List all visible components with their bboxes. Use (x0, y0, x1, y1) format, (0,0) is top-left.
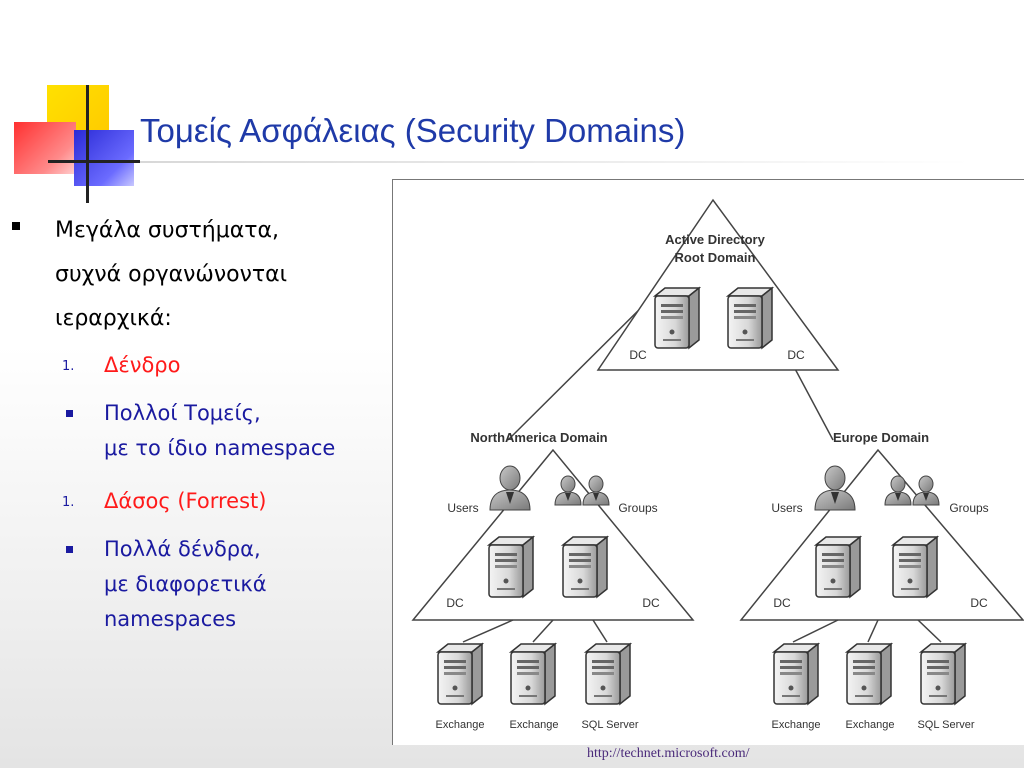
slide-logo (0, 0, 150, 210)
dc-server-icon (892, 536, 938, 598)
users-label: Users (447, 501, 478, 515)
connector-line (792, 619, 839, 643)
connector-line (917, 619, 942, 643)
logo-horizontal-line (48, 160, 140, 163)
logo-red-square (14, 122, 76, 174)
server-label: SQL Server (581, 719, 638, 731)
root-domain-title: Root Domain (675, 250, 756, 265)
sql-server-icon (920, 643, 966, 705)
server-label: SQL Server (917, 719, 974, 731)
users-label: Users (771, 501, 802, 515)
dc-label: DC (629, 348, 647, 362)
sub-bullet-forest-text: Πολλά δένδρα, με διαφορετικά namespaces (104, 532, 267, 637)
main-bullet-line: Μεγάλα συστήματα, (55, 218, 279, 243)
main-bullet-text: Μεγάλα συστήματα, συχνά οργανώνονται ιερ… (55, 209, 287, 341)
list-item-tree: Δένδρο (104, 353, 181, 377)
connector-line (532, 619, 554, 643)
list-number: 1. (62, 359, 75, 374)
dc-label: DC (642, 596, 660, 610)
server-label: Exchange (436, 719, 485, 731)
list-number: 1. (62, 495, 75, 510)
exchange-server-icon (773, 643, 819, 705)
title-underline (140, 161, 970, 163)
dc-server-icon (488, 536, 534, 598)
list-item-forest: Δάσος (Forrest) (104, 489, 267, 513)
groups-label: Groups (949, 501, 988, 515)
group-icon (912, 475, 940, 506)
exchange-server-icon (846, 643, 892, 705)
sub-bullet-tree-text: Πολλοί Τομείς, με το ίδιο namespace (104, 396, 335, 466)
domain-diagram-svg: Active Directory Root Domain DC DC North… (411, 198, 1024, 731)
dc-label: DC (446, 596, 464, 610)
sub-bullet-line: με διαφορετικά (104, 572, 267, 596)
connector-line (867, 619, 879, 643)
dc-server-icon (654, 287, 700, 349)
bullet-square (12, 222, 20, 230)
dc-label: DC (787, 348, 805, 362)
connector-line (592, 619, 608, 643)
connector-line (462, 619, 514, 643)
dc-server-icon (562, 536, 608, 598)
server-label: Exchange (510, 719, 559, 731)
domain-title: Europe Domain (833, 430, 929, 445)
exchange-server-icon (510, 643, 556, 705)
sub-bullet-line: namespaces (104, 607, 237, 631)
europe-domain-triangle (739, 448, 1024, 621)
root-domain-triangle (596, 198, 840, 371)
dc-label: DC (773, 596, 791, 610)
sql-server-icon (585, 643, 631, 705)
sub-bullet-square (66, 546, 73, 553)
sub-bullet-line: με το ίδιο namespace (104, 436, 336, 460)
logo-vertical-line (86, 85, 89, 203)
exchange-server-icon (437, 643, 483, 705)
sub-bullet-line: Πολλοί Τομείς, (104, 401, 261, 425)
connector-line (507, 289, 660, 441)
server-label: Exchange (846, 719, 895, 731)
main-bullet-line: συχνά οργανώνονται (55, 262, 288, 287)
domain-title: NorthAmerica Domain (470, 430, 607, 445)
logo-blue-square (74, 130, 134, 186)
groups-label: Groups (618, 501, 657, 515)
sub-bullet-line: Πολλά δένδρα, (104, 537, 261, 561)
slide-title: Τομείς Ασφάλειας (Security Domains) (140, 112, 686, 149)
source-link[interactable]: http://technet.microsoft.com/ (587, 746, 750, 761)
dc-server-icon (727, 287, 773, 349)
server-label: Exchange (772, 719, 821, 731)
dc-server-icon (815, 536, 861, 598)
main-bullet-line: ιεραρχικά: (55, 306, 172, 331)
root-domain-title: Active Directory (665, 232, 765, 247)
domain-diagram: Active Directory Root Domain DC DC North… (392, 179, 1024, 745)
sub-bullet-square (66, 410, 73, 417)
northamerica-domain-triangle (411, 448, 695, 621)
dc-label: DC (970, 596, 988, 610)
